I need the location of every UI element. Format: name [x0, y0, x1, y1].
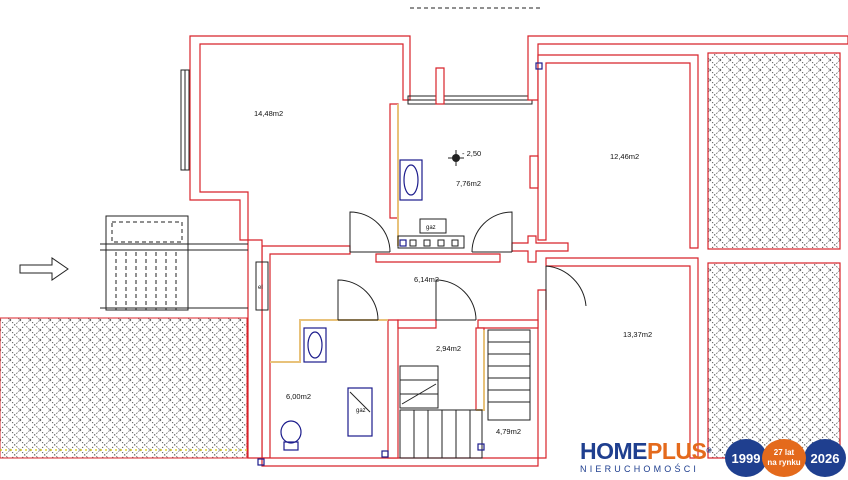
- wall-center-pillar-top: [435, 67, 445, 105]
- terrace-hatch-right-bottom: [707, 262, 841, 459]
- electric-meter: [255, 261, 269, 311]
- bathtub-bathroom: [303, 327, 327, 363]
- year-end-badge: 2026: [804, 439, 846, 477]
- bathtub-top: [399, 159, 423, 201]
- entrance-arrow-icon: [19, 257, 69, 281]
- electric-meter-label: el: [258, 285, 263, 291]
- terrace-hatch-right-top: [707, 52, 841, 250]
- external-stair-steps: [115, 252, 177, 310]
- area-label-hall: 6,14m2: [414, 275, 439, 284]
- year-start-badge: 1999: [725, 439, 767, 477]
- wall-center-pillar: [529, 155, 539, 189]
- door-bathroom[interactable]: [337, 279, 379, 321]
- door-center-left[interactable]: [349, 211, 391, 253]
- level-marker: [448, 150, 464, 166]
- anniversary-line2: na rynku: [767, 458, 801, 467]
- wall-hall-step: [375, 253, 501, 263]
- logo-home-text: HOME: [580, 438, 648, 464]
- logo-subtitle: NIERUCHOMOŚCI: [580, 464, 700, 474]
- wall-cross-shape: [511, 235, 569, 263]
- gas-label-bath: gaz: [356, 408, 366, 414]
- wall-right-room: [527, 35, 848, 101]
- internal-stairs: [399, 329, 531, 459]
- area-label-room-right-bottom: 13,37m2: [623, 330, 652, 339]
- gas-meter-row: [397, 218, 465, 249]
- wall-right-mid: [545, 257, 699, 459]
- wall-center-left: [389, 103, 399, 219]
- wall-right-inner: [537, 54, 699, 249]
- wall-hall-mid: [247, 239, 263, 459]
- level-mark-label: - 2,50: [462, 149, 481, 158]
- wall-hall-top: [261, 245, 351, 459]
- toilet: [280, 420, 302, 451]
- area-label-room-right-top: 12,46m2: [610, 152, 639, 161]
- door-closet[interactable]: [435, 279, 477, 321]
- homeplus-logo: HOMEPLUS® NIERUCHOMOŚCI: [580, 438, 712, 475]
- area-label-closet: 2,94m2: [436, 344, 461, 353]
- area-label-room-top-left: 14,48m2: [254, 109, 283, 118]
- door-center-right[interactable]: [471, 211, 513, 253]
- wall-closet-top: [397, 319, 437, 329]
- yellow-wall-bath: [270, 319, 388, 363]
- area-label-bathroom: 6,00m2: [286, 392, 311, 401]
- door-right-room[interactable]: [545, 265, 587, 310]
- gas-boiler: [347, 387, 373, 437]
- wall-hall-bottom: [261, 457, 539, 467]
- anniversary-line1: 27 lat: [773, 448, 795, 457]
- area-label-stair-room: 4,79m2: [496, 427, 521, 436]
- wall-closet-right: [475, 327, 485, 411]
- gas-label-top: gaz: [426, 225, 436, 231]
- logo-plus-text: PLUS: [647, 438, 707, 464]
- area-label-room-center: 7,76m2: [456, 179, 481, 188]
- terrace-hatch-left: [0, 317, 248, 459]
- wall-stair-top: [477, 319, 539, 329]
- wall-right-lower: [537, 289, 547, 459]
- wall-closet-left: [387, 319, 399, 459]
- wall-top-left-room: [189, 35, 411, 241]
- external-stairs: [105, 215, 189, 311]
- registered-mark: ®: [706, 448, 712, 455]
